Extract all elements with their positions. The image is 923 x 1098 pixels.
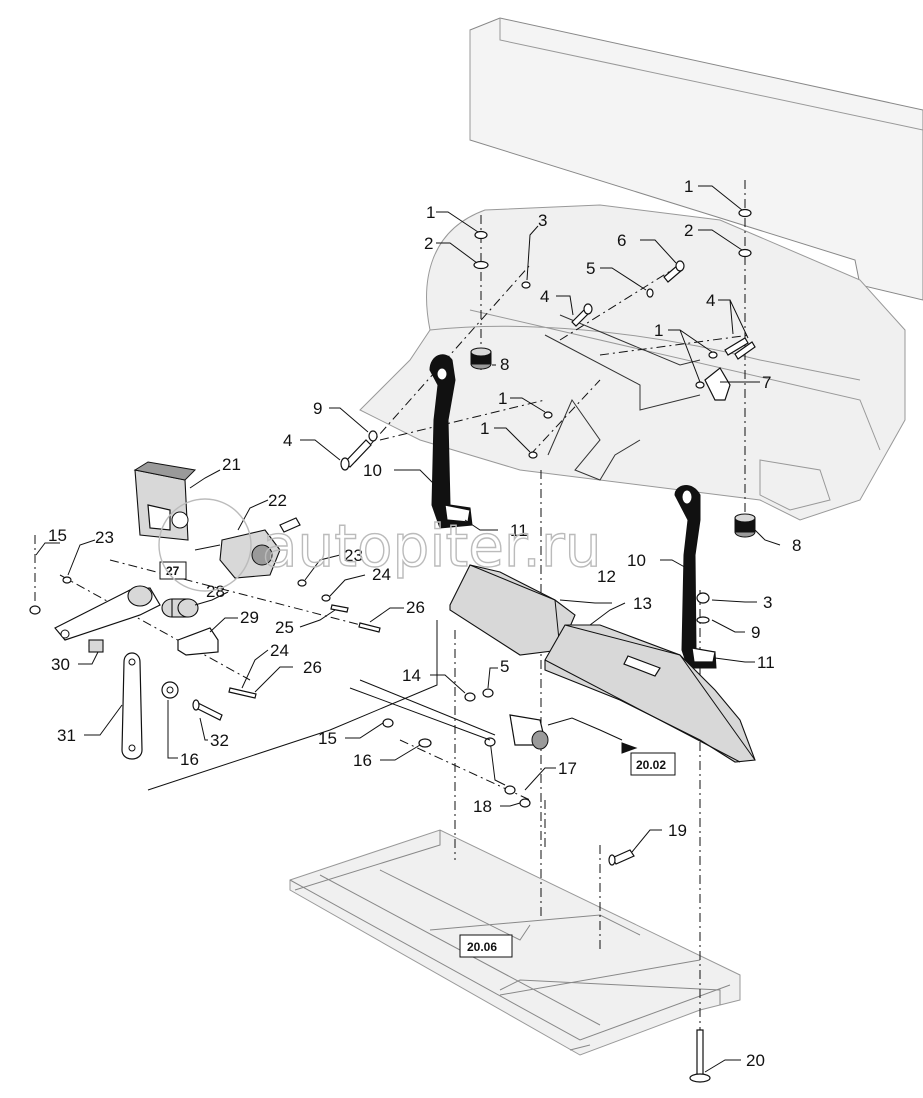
callout-17: 17 xyxy=(558,759,577,778)
callout-22: 22 xyxy=(268,491,287,510)
callout-7: 7 xyxy=(762,373,771,392)
bolt-4-pair xyxy=(724,337,756,360)
rubber-pad-8-right xyxy=(734,513,756,538)
callout-13: 13 xyxy=(633,594,652,613)
rubber-pad-8-left xyxy=(470,347,492,370)
callout-14: 14 xyxy=(402,666,421,685)
watermark-text: autopiter.ru xyxy=(262,512,601,580)
callout-18: 18 xyxy=(473,797,492,816)
callout-25: 25 xyxy=(275,618,294,637)
svg-text:27: 27 xyxy=(166,564,180,578)
runner-strap-10-right xyxy=(674,485,717,669)
callout-5: 5 xyxy=(586,259,595,278)
callout-2: 2 xyxy=(684,221,693,240)
callout-24: 24 xyxy=(372,565,391,584)
callout-31: 31 xyxy=(57,726,76,745)
callout-30: 30 xyxy=(51,655,70,674)
callout-23: 23 xyxy=(95,528,114,547)
callout-10: 10 xyxy=(363,461,382,480)
bolt-6 xyxy=(663,260,685,283)
callout-8: 8 xyxy=(792,536,801,555)
ref-box-27: 27 xyxy=(159,561,187,580)
callout-15: 15 xyxy=(318,729,337,748)
callout-20: 20 xyxy=(746,1051,765,1070)
callout-19: 19 xyxy=(668,821,687,840)
svg-text:20.06: 20.06 xyxy=(467,940,497,954)
callout-8: 8 xyxy=(500,355,509,374)
callout-2: 2 xyxy=(424,234,433,253)
shield-13 xyxy=(544,624,756,763)
bolt-4-left xyxy=(340,430,378,471)
ref-box-20-06: 20.06 xyxy=(459,934,513,958)
callout-15: 15 xyxy=(48,526,67,545)
bracket-7 xyxy=(704,367,731,401)
callout-23: 23 xyxy=(344,546,363,565)
hardware-group-upper xyxy=(340,208,756,538)
ref-box-20-02: 20.02 xyxy=(621,742,676,776)
callout-29: 29 xyxy=(240,608,259,627)
callout-11: 11 xyxy=(757,653,775,672)
callout-16: 16 xyxy=(353,751,372,770)
lever-arm xyxy=(54,585,161,641)
callout-labels: 1 2 3 4 6 5 1 2 4 1 7 8 1 1 9 4 10 11 8 … xyxy=(48,177,801,1070)
callout-4: 4 xyxy=(540,287,549,306)
callout-1: 1 xyxy=(684,177,693,196)
callout-5: 5 xyxy=(500,657,509,676)
callout-1: 1 xyxy=(498,389,507,408)
bolt-4-a xyxy=(571,303,593,327)
leader-lines xyxy=(35,185,781,1073)
callout-1: 1 xyxy=(480,419,489,438)
callout-26: 26 xyxy=(406,598,425,617)
bolt-32 xyxy=(192,699,223,721)
callout-24: 24 xyxy=(270,641,289,660)
callout-4: 4 xyxy=(283,431,292,450)
svg-text:20.02: 20.02 xyxy=(636,758,666,772)
housing-21 xyxy=(133,461,197,541)
spacer-30 xyxy=(88,639,104,653)
switch-bracket-assembly xyxy=(382,688,635,866)
watermark: autopiter.ru xyxy=(158,498,602,592)
callout-1: 1 xyxy=(654,321,663,340)
callout-10: 10 xyxy=(627,551,646,570)
callout-26: 26 xyxy=(303,658,322,677)
runner-strap-10-left xyxy=(429,354,473,529)
callout-21: 21 xyxy=(222,455,241,474)
bushing-28 xyxy=(161,598,199,618)
callout-3: 3 xyxy=(538,211,547,230)
bolt-20 xyxy=(689,1029,711,1083)
callout-12: 12 xyxy=(597,567,616,586)
shield-12 xyxy=(449,564,576,656)
callout-3: 3 xyxy=(763,593,772,612)
machine-housing-outline xyxy=(359,17,923,521)
link-31 xyxy=(121,652,143,760)
callout-11: 11 xyxy=(510,521,528,540)
callout-1: 1 xyxy=(426,203,435,222)
bottom-pan-frame xyxy=(289,829,741,1056)
callout-4: 4 xyxy=(706,291,715,310)
callout-9: 9 xyxy=(313,399,322,418)
callout-16: 16 xyxy=(180,750,199,769)
callout-28: 28 xyxy=(206,582,225,601)
bracket-29 xyxy=(177,627,219,656)
callout-6: 6 xyxy=(617,231,626,250)
callout-9: 9 xyxy=(751,623,760,642)
callout-32: 32 xyxy=(210,731,229,750)
